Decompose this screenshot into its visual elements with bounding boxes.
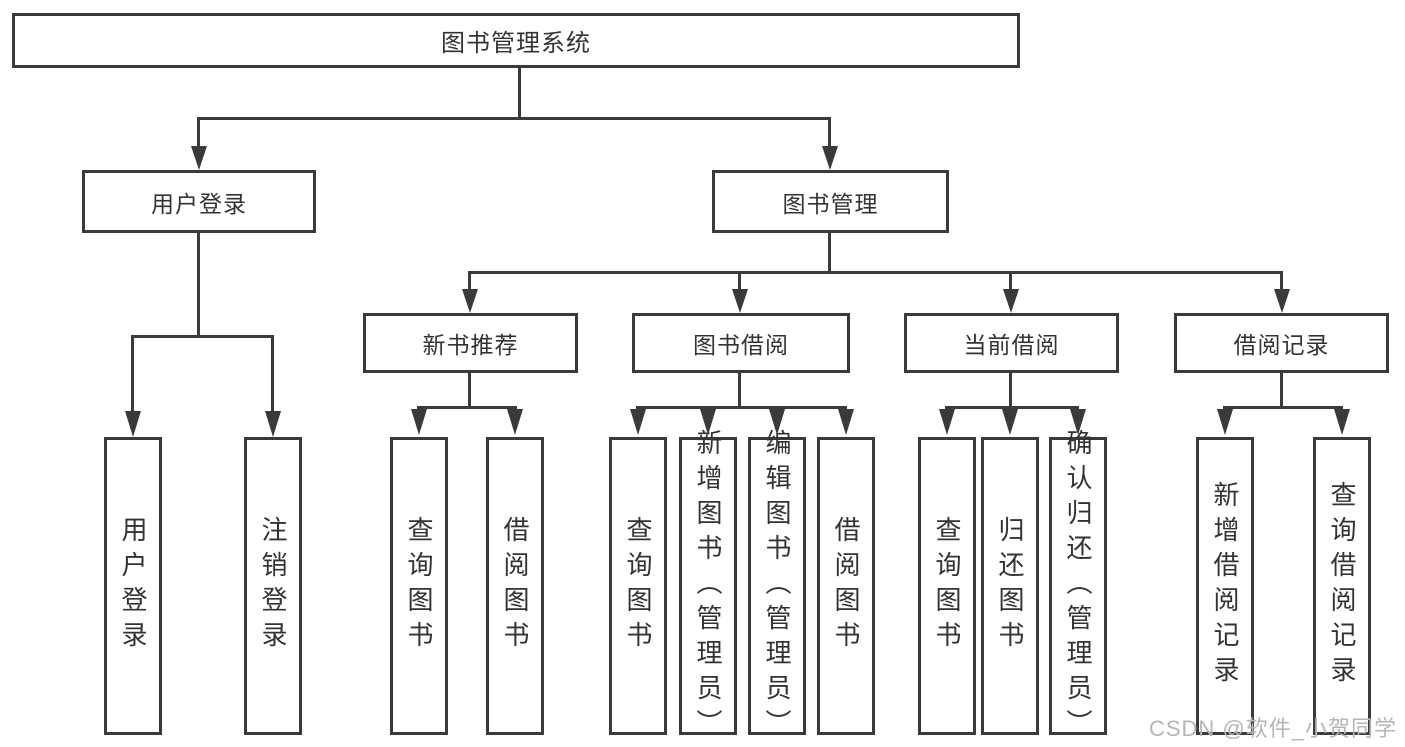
arrow-newbook-leaf-2 bbox=[507, 409, 523, 435]
node-borrow-record: 借阅记录 bbox=[1174, 313, 1389, 373]
leaf-user-login-label: 用户登录 bbox=[118, 516, 148, 656]
arrow-to-book-mgmt bbox=[822, 146, 838, 170]
arrow-borrowrecord-leaf-2 bbox=[1334, 409, 1350, 435]
leaf-borrow-add: 新增图书（管理员） bbox=[679, 429, 737, 744]
leaf-borrow-edit: 编辑图书（管理员） bbox=[748, 429, 806, 744]
leaf-current-return-label: 归还图书 bbox=[995, 516, 1025, 656]
leaf-record-query-label: 查询借阅记录 bbox=[1327, 481, 1357, 691]
node-book-mgmt: 图书管理 bbox=[712, 170, 949, 233]
connector-bookborrow-drop bbox=[738, 271, 741, 291]
connector-bookborrow-bus bbox=[636, 406, 847, 409]
arrow-to-new-book bbox=[462, 289, 478, 313]
arrow-bookborrow-leaf-1 bbox=[630, 409, 646, 435]
leaf-borrow-book-label: 借阅图书 bbox=[831, 516, 861, 656]
node-root: 图书管理系统 bbox=[12, 13, 1020, 68]
connector-login-drop-1 bbox=[131, 335, 134, 413]
csdn-watermark: CSDN @软件_小贺同学 bbox=[1148, 716, 1397, 741]
arrow-borrowrecord-leaf-1 bbox=[1217, 409, 1233, 435]
arrow-currentborrow-leaf-3 bbox=[1070, 409, 1086, 435]
leaf-record-add-label: 新增借阅记录 bbox=[1210, 481, 1240, 691]
node-book-borrow-label: 图书借阅 bbox=[693, 332, 789, 358]
leaf-current-query: 查询图书 bbox=[918, 437, 976, 735]
connector-level2-bus bbox=[197, 117, 831, 120]
node-current-borrow-label: 当前借阅 bbox=[963, 332, 1060, 358]
connector-book-mgmt-drop bbox=[828, 117, 831, 149]
leaf-logout: 注销登录 bbox=[244, 437, 302, 735]
node-current-borrow: 当前借阅 bbox=[904, 313, 1119, 373]
leaf-record-query: 查询借阅记录 bbox=[1313, 437, 1371, 735]
leaf-borrow-query: 查询图书 bbox=[609, 437, 667, 735]
leaf-record-add: 新增借阅记录 bbox=[1196, 437, 1254, 735]
connector-currentborrow-drop bbox=[1009, 271, 1012, 291]
leaf-current-query-label: 查询图书 bbox=[932, 516, 962, 656]
leaf-borrow-add-label: 新增图书（管理员） bbox=[693, 428, 723, 744]
connector-borrowrecord-stem bbox=[1280, 373, 1283, 408]
arrow-to-borrow-record bbox=[1274, 289, 1290, 313]
connector-newbook-bus bbox=[417, 406, 517, 409]
leaf-borrow-book: 借阅图书 bbox=[817, 437, 875, 735]
connector-borrowrecord-drop bbox=[1280, 271, 1283, 291]
arrow-to-book-borrow bbox=[732, 289, 748, 313]
connector-borrowrecord-bus bbox=[1223, 406, 1343, 409]
node-borrow-record-label: 借阅记录 bbox=[1233, 332, 1330, 358]
connector-login-stem bbox=[197, 233, 200, 338]
leaf-user-login: 用户登录 bbox=[104, 437, 162, 735]
connector-root-stem bbox=[518, 68, 521, 119]
connector-level3-bus bbox=[468, 271, 1283, 274]
node-user-login-label: 用户登录 bbox=[151, 190, 247, 217]
leaf-current-confirm: 确认归还（管理员） bbox=[1049, 429, 1107, 744]
connector-newbook-drop bbox=[468, 271, 471, 291]
leaf-newbook-query-label: 查询图书 bbox=[404, 516, 434, 656]
node-book-borrow: 图书借阅 bbox=[632, 313, 850, 373]
leaf-newbook-query: 查询图书 bbox=[390, 437, 448, 735]
leaf-current-confirm-label: 确认归还（管理员） bbox=[1063, 428, 1093, 744]
arrow-bookborrow-leaf-4 bbox=[838, 409, 854, 435]
arrow-newbook-leaf-1 bbox=[411, 409, 427, 435]
arrow-bookborrow-leaf-2 bbox=[700, 409, 716, 435]
arrow-currentborrow-leaf-1 bbox=[939, 409, 955, 435]
leaf-logout-label: 注销登录 bbox=[258, 516, 288, 656]
connector-currentborrow-stem bbox=[1009, 373, 1012, 408]
arrow-to-login-leaf-2 bbox=[265, 411, 281, 437]
arrow-currentborrow-leaf-2 bbox=[1002, 409, 1018, 435]
leaf-current-return: 归还图书 bbox=[981, 437, 1039, 735]
leaf-borrow-edit-label: 编辑图书（管理员） bbox=[762, 428, 792, 744]
leaf-newbook-borrow: 借阅图书 bbox=[486, 437, 544, 735]
connector-newbook-stem bbox=[468, 373, 471, 408]
connector-mgmt-stem bbox=[828, 233, 831, 273]
connector-user-login-drop bbox=[197, 117, 200, 149]
arrow-to-current-borrow bbox=[1003, 289, 1019, 313]
connector-login-drop-2 bbox=[271, 335, 274, 413]
leaf-newbook-borrow-label: 借阅图书 bbox=[500, 516, 530, 656]
connector-currentborrow-bus bbox=[945, 406, 1079, 409]
arrow-to-login-leaf-1 bbox=[125, 411, 141, 437]
node-new-book: 新书推荐 bbox=[363, 313, 578, 373]
arrow-to-user-login bbox=[191, 146, 207, 170]
node-new-book-label: 新书推荐 bbox=[422, 332, 519, 358]
connector-login-bus bbox=[131, 335, 274, 338]
arrow-bookborrow-leaf-3 bbox=[769, 409, 785, 435]
leaf-borrow-query-label: 查询图书 bbox=[623, 516, 653, 656]
connector-bookborrow-stem bbox=[738, 373, 741, 408]
node-root-label: 图书管理系统 bbox=[441, 30, 591, 57]
node-book-mgmt-label: 图书管理 bbox=[782, 190, 879, 217]
node-user-login: 用户登录 bbox=[82, 170, 316, 233]
